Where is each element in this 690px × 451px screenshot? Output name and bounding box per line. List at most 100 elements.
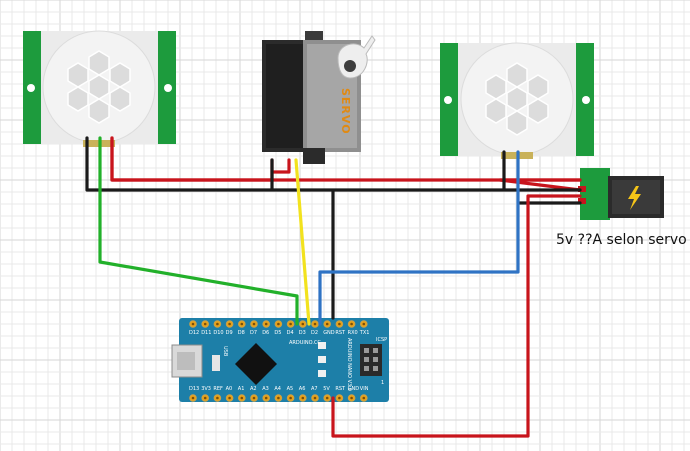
pin-hole — [252, 396, 256, 400]
pin-label: VIN — [360, 386, 369, 392]
pin-hole — [301, 322, 305, 326]
pin-hole — [362, 396, 366, 400]
pin-hole — [228, 396, 231, 400]
pin-hole — [277, 322, 280, 326]
pin-label: D12 — [189, 330, 199, 336]
pin-label: 3V3 — [201, 386, 211, 392]
pin-hole — [191, 322, 195, 326]
power-jack[interactable] — [578, 168, 664, 220]
led-indicator — [318, 342, 326, 349]
mcu-chip — [235, 343, 277, 385]
pin-label: D9 — [226, 330, 233, 336]
pin-label: D11 — [201, 330, 211, 336]
usb-label: USB — [222, 346, 228, 357]
wire-5v-arduino[interactable] — [331, 194, 582, 438]
pin-hole — [216, 322, 219, 326]
pin-hole — [313, 396, 317, 400]
pin-hole — [264, 396, 268, 400]
pin-label: A7 — [311, 386, 318, 392]
pin-hole — [228, 322, 231, 326]
jack-pin-negative — [578, 198, 586, 204]
pin-label: A6 — [299, 386, 306, 392]
pin-hole — [338, 396, 341, 400]
arduino-nano[interactable]: ARDUINO.CC ARDUINO NANO V3.0 ICSP USB 1 … — [171, 318, 389, 402]
pin-label: A1 — [238, 386, 245, 392]
servo-shaft — [344, 60, 356, 72]
mount-hole — [582, 96, 590, 104]
wire-pir-left-signal[interactable] — [98, 136, 299, 326]
pin-label: D8 — [238, 330, 245, 336]
jack-board — [580, 168, 610, 220]
board-model-label: ARDUINO NANO V3.0 — [346, 338, 352, 391]
led-indicator — [318, 356, 326, 363]
pin-label: REF — [213, 386, 223, 392]
pin-label: A3 — [262, 386, 269, 392]
lightning-icon — [628, 186, 641, 210]
pin-hole — [313, 322, 317, 326]
pin-hole — [264, 322, 268, 326]
pin-label: D13 — [189, 386, 199, 392]
pin1-label: 1 — [381, 380, 384, 386]
pin-hole — [191, 396, 195, 400]
wire-gnd-bus[interactable] — [85, 136, 582, 320]
pin-label: D4 — [287, 330, 294, 336]
pin-hole — [240, 396, 244, 400]
servo-label: SERVO — [339, 88, 352, 135]
mount-hole — [164, 84, 172, 92]
pin-hole — [350, 396, 353, 400]
pin-label: TX1 — [359, 330, 370, 336]
pin-label: RST — [335, 330, 346, 336]
mount-hole — [444, 96, 452, 104]
pin-label: D6 — [262, 330, 269, 336]
pin-hole — [301, 396, 305, 400]
reset-button[interactable] — [212, 355, 220, 371]
wires — [85, 136, 582, 438]
wire-servo-signal[interactable] — [294, 158, 311, 326]
nano-board — [179, 318, 389, 402]
pin-label: RX0 — [348, 330, 358, 336]
pin-label: RST — [335, 386, 346, 392]
pin-label: A2 — [250, 386, 257, 392]
pin-hole — [325, 396, 329, 400]
jack-pin-positive — [578, 186, 586, 192]
pin-hole — [362, 322, 366, 326]
wire-5v-servo[interactable] — [110, 136, 582, 182]
led-indicator — [318, 370, 326, 377]
pin-label: A5 — [287, 386, 294, 392]
board-brand-label: ARDUINO.CC — [289, 340, 321, 346]
pin-label: D5 — [274, 330, 281, 336]
pin-hole — [203, 396, 207, 400]
pin-hole — [338, 322, 341, 326]
pin-label: 5V — [323, 386, 330, 392]
pin-label: D2 — [311, 330, 318, 336]
pin-label: D3 — [299, 330, 306, 336]
wire-pir-right-signal[interactable] — [318, 150, 520, 326]
icsp-header — [360, 344, 382, 376]
pin-hole — [289, 322, 292, 326]
pin-hole — [350, 322, 353, 326]
pin-hole — [216, 396, 219, 400]
pir-sensor-left[interactable] — [23, 30, 176, 147]
pin-label: GND — [348, 386, 360, 392]
pin-label: D10 — [213, 330, 223, 336]
mount-hole — [27, 84, 35, 92]
pin-hole — [203, 322, 207, 326]
fresnel-lens-icon — [485, 62, 549, 136]
pin-label: GND — [323, 330, 335, 336]
fresnel-lens-icon — [67, 50, 131, 124]
pin-hole — [325, 322, 329, 326]
pin-label: A4 — [274, 386, 281, 392]
icsp-label: ICSP — [376, 337, 387, 343]
pin-label: D7 — [250, 330, 257, 336]
pin-hole — [252, 322, 256, 326]
pir-sensor-right[interactable] — [440, 42, 594, 159]
usb-port — [177, 352, 195, 370]
pin-hole — [289, 396, 292, 400]
servo-bottom-tab — [303, 148, 325, 164]
servo-motor[interactable]: SERVO — [262, 31, 376, 164]
pin-hole — [240, 322, 244, 326]
pin-hole — [277, 396, 280, 400]
